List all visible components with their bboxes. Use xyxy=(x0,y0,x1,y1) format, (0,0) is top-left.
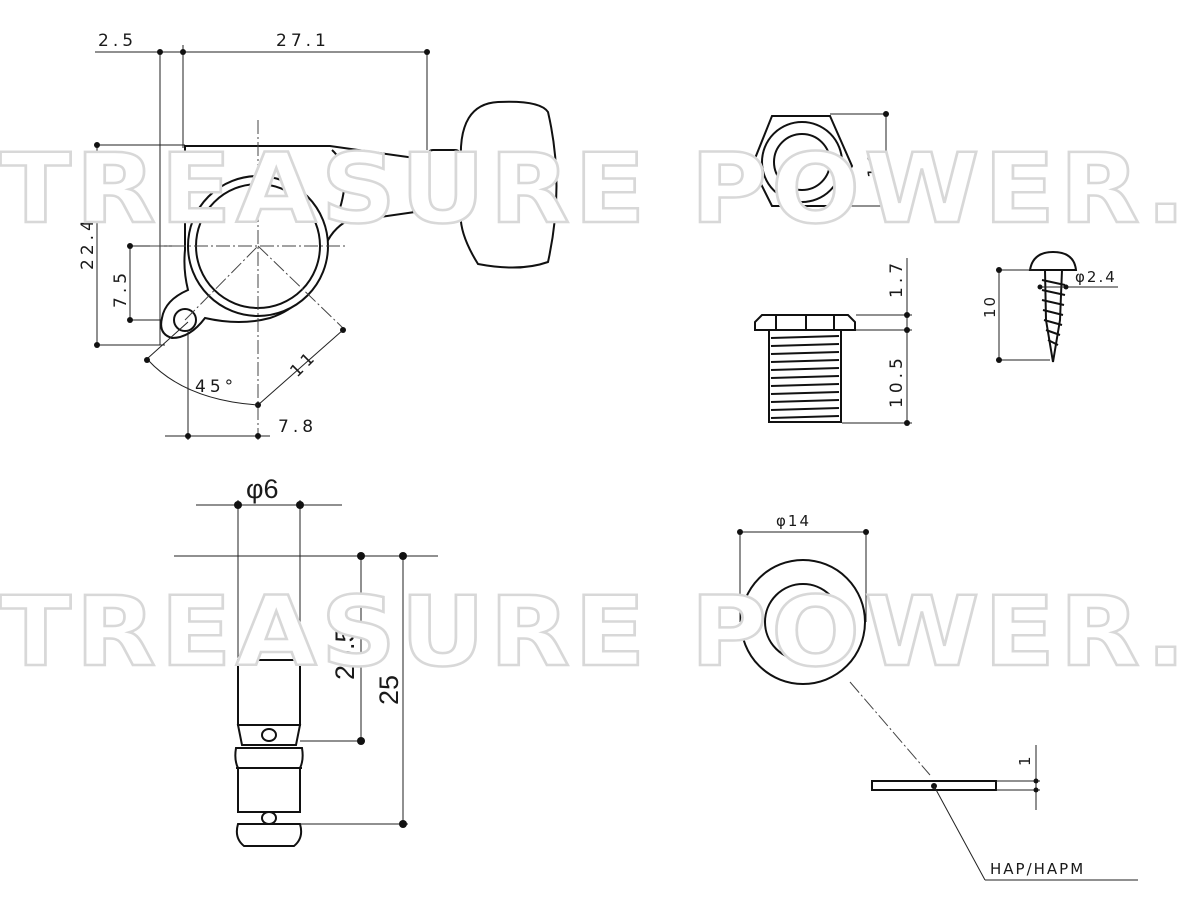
washer-part-number: HAP/HAPM xyxy=(990,860,1085,878)
dim-7-8-bottom: 7.8 xyxy=(278,417,317,437)
dim-screw-dia: φ2.4 xyxy=(1075,268,1117,286)
tuner-body-view: 2.5 27.1 22.4 7.5 xyxy=(78,31,558,440)
dim-screw-10: 10 xyxy=(981,295,999,318)
watermark-top: TREASURE POWER. xyxy=(0,133,1190,245)
dim-washer-thick: 1 xyxy=(1016,754,1034,766)
string-post-view: φ6 20.5 25 xyxy=(174,474,438,847)
dim-1-7: 1.7 xyxy=(887,259,907,298)
bushing-view: 1.7 10.5 xyxy=(754,258,912,426)
dim-post-dia: φ6 xyxy=(246,474,279,504)
hex-nut-view: 10 xyxy=(750,111,889,209)
watermark-bottom: TREASURE POWER. xyxy=(0,576,1190,688)
dim-25: 25 xyxy=(374,675,404,705)
washer-view: φ14 HAP/HAPM 1 xyxy=(737,512,1138,881)
dim-washer-dia: φ14 xyxy=(776,512,811,530)
dim-10-5: 10.5 xyxy=(887,354,907,408)
dim-27-1: 27.1 xyxy=(276,31,330,51)
dim-22-4: 22.4 xyxy=(78,216,98,270)
screw-threads xyxy=(1041,279,1066,346)
dim-20-5: 20.5 xyxy=(330,627,360,680)
screw-view: 10 φ2.4 xyxy=(981,250,1118,363)
dim-2-5: 2.5 xyxy=(98,31,137,51)
dim-11: 11 xyxy=(286,346,321,381)
dim-hex-10: 10 xyxy=(865,148,885,178)
bushing-threads xyxy=(770,335,840,419)
dim-45-deg: 45° xyxy=(195,377,237,397)
dim-7-5: 7.5 xyxy=(111,269,131,308)
